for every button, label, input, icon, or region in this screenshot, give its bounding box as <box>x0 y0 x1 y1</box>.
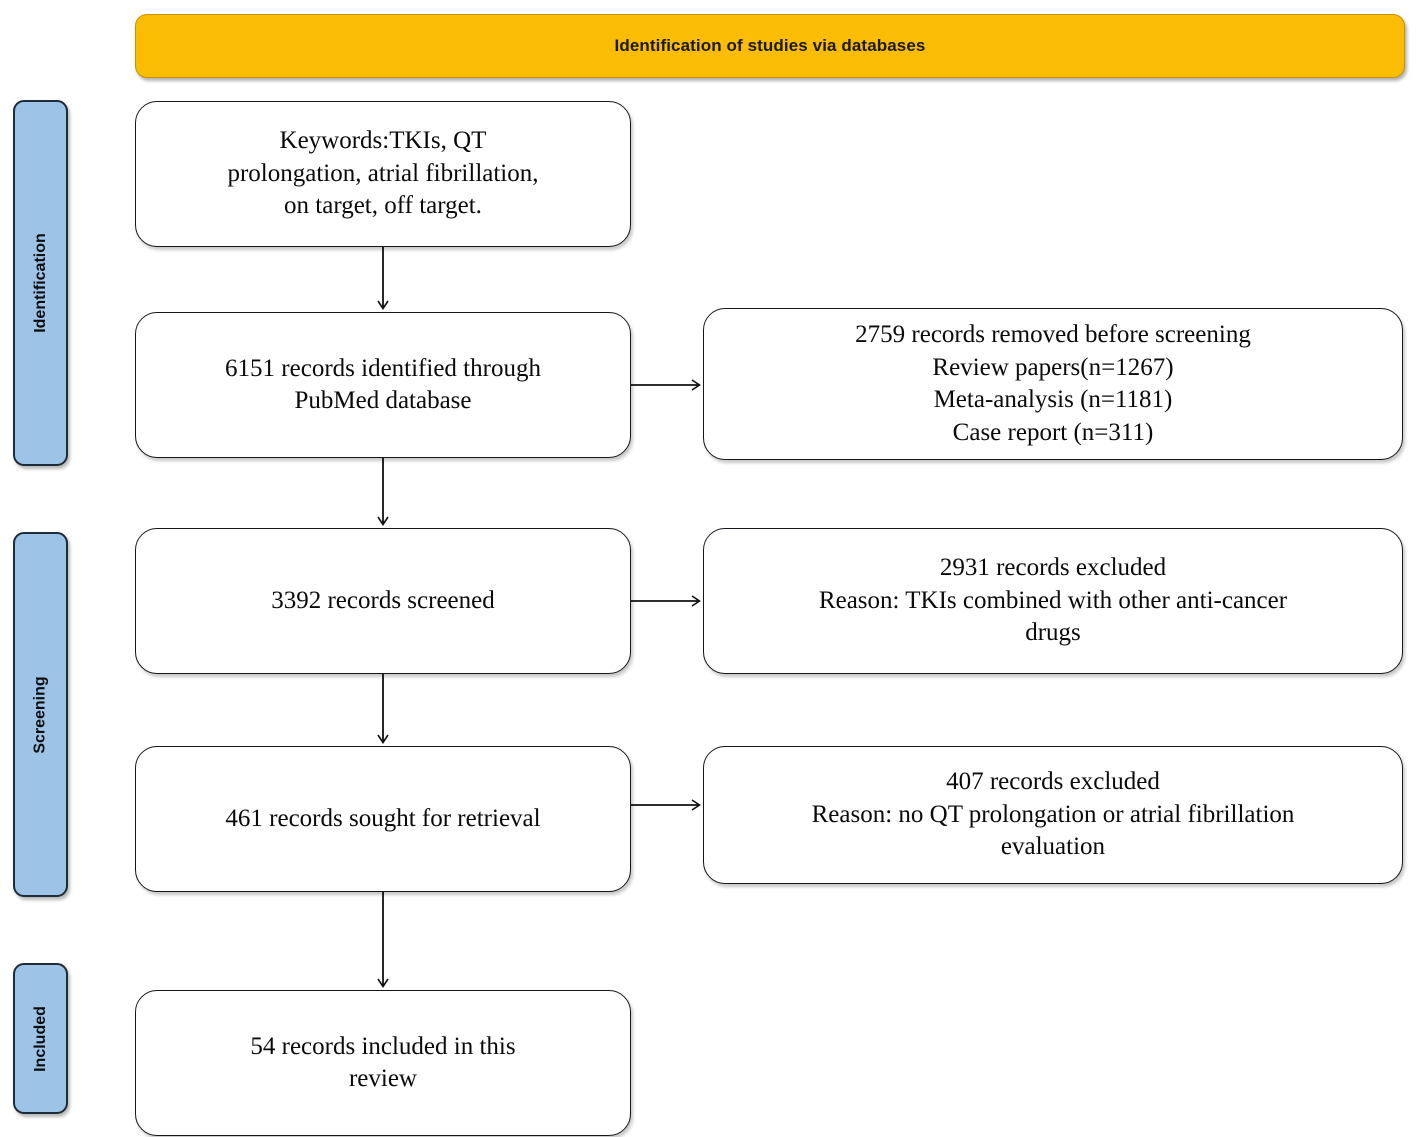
stage-label-screening: Screening <box>13 532 68 897</box>
node-records-removed-text: 2759 records removed before screening Re… <box>855 321 1251 446</box>
stage-included-text: Included <box>31 1005 49 1072</box>
identification-banner: Identification of studies via databases <box>135 14 1405 78</box>
node-keywords-text: Keywords:TKIs, QT prolongation, atrial f… <box>227 127 539 220</box>
node-records-excluded-screening: 2931 records excluded Reason: TKIs combi… <box>703 528 1403 674</box>
node-records-excluded-screening-text: 2931 records excluded Reason: TKIs combi… <box>818 554 1288 647</box>
stage-label-included: Included <box>13 963 68 1114</box>
node-records-screened: 3392 records screened <box>135 528 631 674</box>
node-records-excluded-retrieval: 407 records excluded Reason: no QT prolo… <box>703 746 1403 884</box>
node-keywords: Keywords:TKIs, QT prolongation, atrial f… <box>135 101 631 247</box>
node-records-sought-text: 461 records sought for retrieval <box>225 804 541 832</box>
node-records-identified-text: 6151 records identified through PubMed d… <box>225 354 541 415</box>
node-records-sought: 461 records sought for retrieval <box>135 746 631 892</box>
stage-identification-text: Identification <box>31 233 49 333</box>
node-records-identified: 6151 records identified through PubMed d… <box>135 312 631 458</box>
node-records-excluded-retrieval-text: 407 records excluded Reason: no QT prolo… <box>811 768 1295 861</box>
node-records-screened-text: 3392 records screened <box>271 586 495 614</box>
node-records-included-text: 54 records included in this review <box>250 1032 516 1093</box>
banner-title: Identification of studies via databases <box>614 36 926 55</box>
node-records-included: 54 records included in this review <box>135 990 631 1136</box>
node-records-removed: 2759 records removed before screening Re… <box>703 308 1403 460</box>
stage-label-identification: Identification <box>13 100 68 466</box>
stage-screening-text: Screening <box>31 675 49 754</box>
